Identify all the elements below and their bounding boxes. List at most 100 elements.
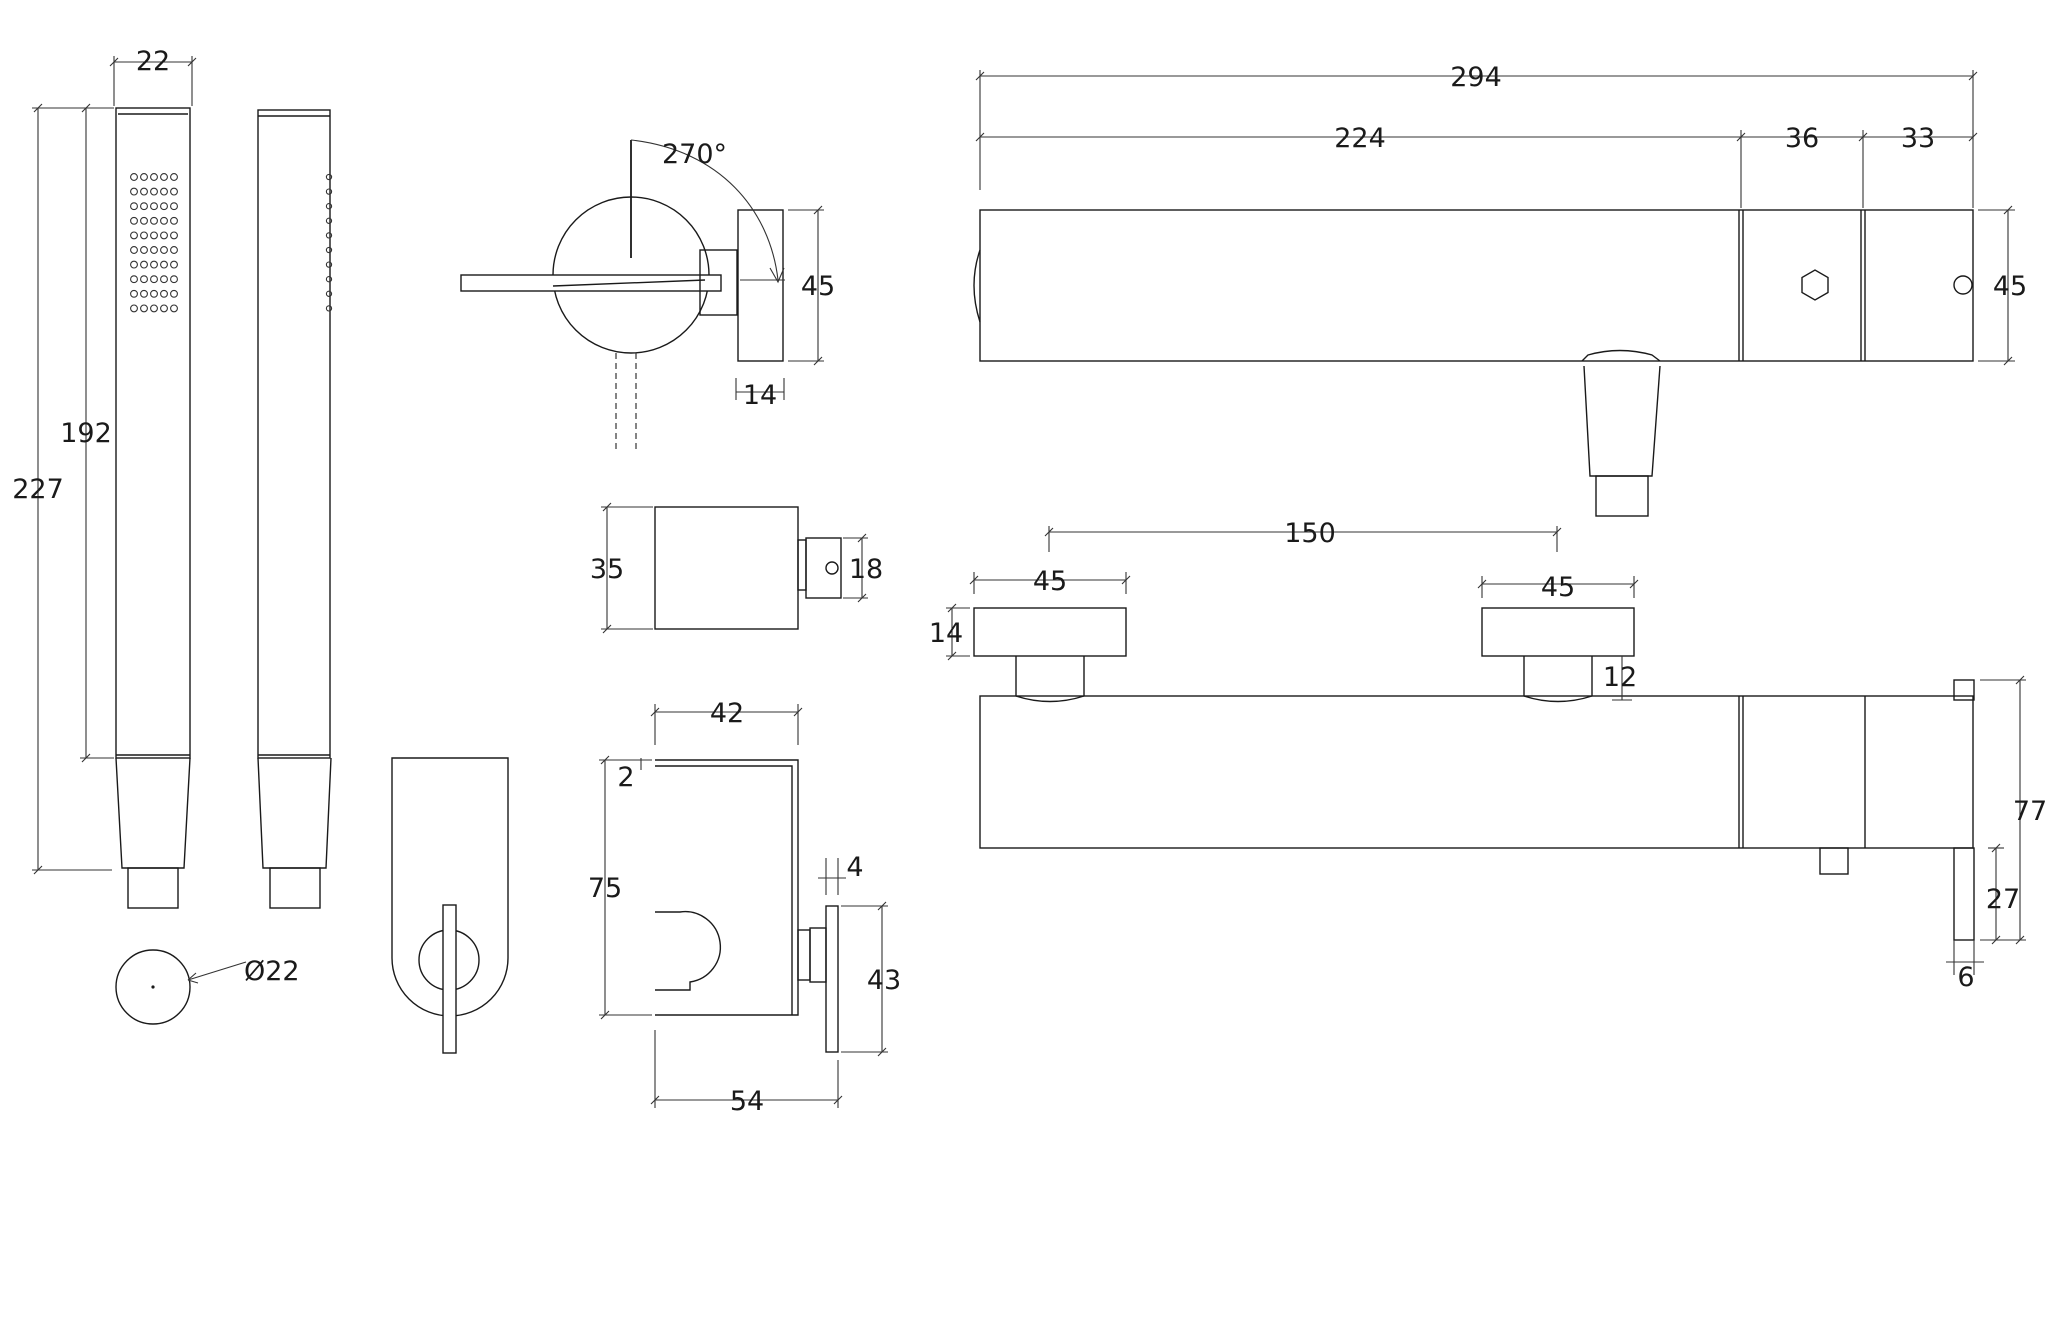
nozzle-dot xyxy=(130,231,138,240)
nozzle-dot xyxy=(130,304,138,313)
nozzle-dot xyxy=(130,216,138,225)
label-mixer-side-offset: 27 xyxy=(1986,884,2020,915)
hand-shower-side xyxy=(257,109,333,909)
dimension-labels: 22 192 227 Ø22 270° 45 14 35 18 42 2 75 … xyxy=(12,46,2047,1117)
nozzle-dot xyxy=(140,275,148,284)
side-nozzle-dot xyxy=(325,188,333,195)
nozzle-dot xyxy=(140,304,148,313)
dim-lines-holder xyxy=(599,704,888,1108)
label-holder-height: 75 xyxy=(588,873,622,904)
label-handshower-body-length: 192 xyxy=(60,418,112,449)
nozzle-dot xyxy=(160,187,168,196)
label-holder-plate-gap: 4 xyxy=(846,852,863,883)
nozzle-dot xyxy=(130,187,138,196)
side-nozzle-dot xyxy=(325,173,333,181)
nozzle-dot xyxy=(150,246,158,254)
wall-outlet xyxy=(654,506,842,630)
rotating-handle xyxy=(460,139,785,450)
label-mixer-body-length: 224 xyxy=(1334,123,1386,154)
nozzle-dot xyxy=(170,173,178,181)
nozzle-dot xyxy=(160,289,168,298)
side-nozzle-dot xyxy=(325,276,333,283)
nozzle-dot xyxy=(160,173,168,181)
nozzle-dot xyxy=(160,216,168,225)
hand-shower-top xyxy=(115,949,247,1025)
nozzle-dot xyxy=(140,173,148,181)
label-outlet-height: 35 xyxy=(590,554,624,585)
mixer-top-view xyxy=(973,209,1974,517)
nozzle-dot xyxy=(160,202,168,211)
nozzle-dot xyxy=(150,304,158,313)
side-nozzle-dot xyxy=(325,232,333,239)
nozzle-dot xyxy=(170,216,178,225)
nozzle-dot xyxy=(150,187,158,196)
label-mixer-height: 45 xyxy=(1993,271,2027,302)
nozzle-dot xyxy=(140,289,148,298)
nozzle-dot xyxy=(170,231,178,240)
label-rotation-angle: 270° xyxy=(662,139,727,170)
label-eccentric-gap: 12 xyxy=(1603,662,1637,693)
nozzle-dot xyxy=(140,231,148,240)
label-eccentric-left-width: 45 xyxy=(1033,566,1067,597)
nozzle-dot xyxy=(150,275,158,284)
nozzle-dot xyxy=(150,216,158,225)
dim-lines-outlet xyxy=(601,502,868,634)
nozzle-dot xyxy=(140,246,148,254)
nozzle-dot xyxy=(160,231,168,240)
nozzle-dot xyxy=(160,260,168,269)
nozzle-dot xyxy=(160,304,168,313)
nozzle-dot xyxy=(150,231,158,240)
side-nozzle-dot xyxy=(325,217,333,224)
nozzle-dot xyxy=(170,187,178,196)
nozzle-grid xyxy=(130,173,178,313)
dim-lines-handshower xyxy=(32,56,197,875)
nozzle-dot xyxy=(160,275,168,284)
label-mixer-section-a: 36 xyxy=(1785,123,1819,154)
label-holder-thickness: 2 xyxy=(617,762,634,793)
nozzle-dot xyxy=(140,260,148,269)
label-handshower-diameter: Ø22 xyxy=(244,956,300,987)
label-mixer-side-thickness: 6 xyxy=(1957,962,1974,993)
side-nozzle-dot xyxy=(325,305,333,312)
nozzle-dot xyxy=(170,260,178,269)
nozzle-dot xyxy=(160,246,168,254)
label-mixer-total-length: 294 xyxy=(1450,62,1502,93)
nozzle-dot xyxy=(130,260,138,269)
side-nozzle-dot xyxy=(325,246,333,254)
nozzle-dot xyxy=(150,202,158,211)
nozzle-dot xyxy=(170,289,178,298)
dim-lines-lever xyxy=(735,205,824,400)
side-nozzle-dot xyxy=(325,290,333,297)
label-mixer-side-height: 77 xyxy=(2013,796,2047,827)
nozzle-dot xyxy=(140,216,148,225)
label-holder-depth: 54 xyxy=(730,1086,764,1117)
nozzle-dot xyxy=(150,260,158,269)
hand-shower-front xyxy=(115,107,191,909)
nozzle-dot xyxy=(130,275,138,284)
label-eccentric-height: 14 xyxy=(929,618,963,649)
nozzle-dot xyxy=(150,173,158,181)
lever-handle-front xyxy=(391,757,509,1054)
side-nozzles xyxy=(325,173,333,312)
label-lever-height: 45 xyxy=(801,271,835,302)
label-mixer-section-b: 33 xyxy=(1901,123,1935,154)
label-handshower-total-length: 227 xyxy=(12,474,64,505)
label-handshower-width: 22 xyxy=(136,46,170,77)
nozzle-dot xyxy=(170,246,178,254)
label-eccentric-right-width: 45 xyxy=(1541,572,1575,603)
nozzle-dot xyxy=(130,173,138,181)
nozzle-dot xyxy=(140,187,148,196)
nozzle-dot xyxy=(140,202,148,211)
hand-shower-holder xyxy=(655,759,839,1053)
label-lever-depth: 14 xyxy=(743,380,777,411)
nozzle-dot xyxy=(170,202,178,211)
side-nozzle-dot xyxy=(325,203,333,210)
nozzle-dot xyxy=(170,304,178,313)
label-holder-width: 42 xyxy=(710,698,744,729)
side-nozzle-dot xyxy=(325,261,333,268)
mixer-front-view xyxy=(973,607,1975,941)
dim-lines-mixer-front xyxy=(946,526,2026,975)
nozzle-dot xyxy=(150,289,158,298)
nozzle-dot xyxy=(130,289,138,298)
